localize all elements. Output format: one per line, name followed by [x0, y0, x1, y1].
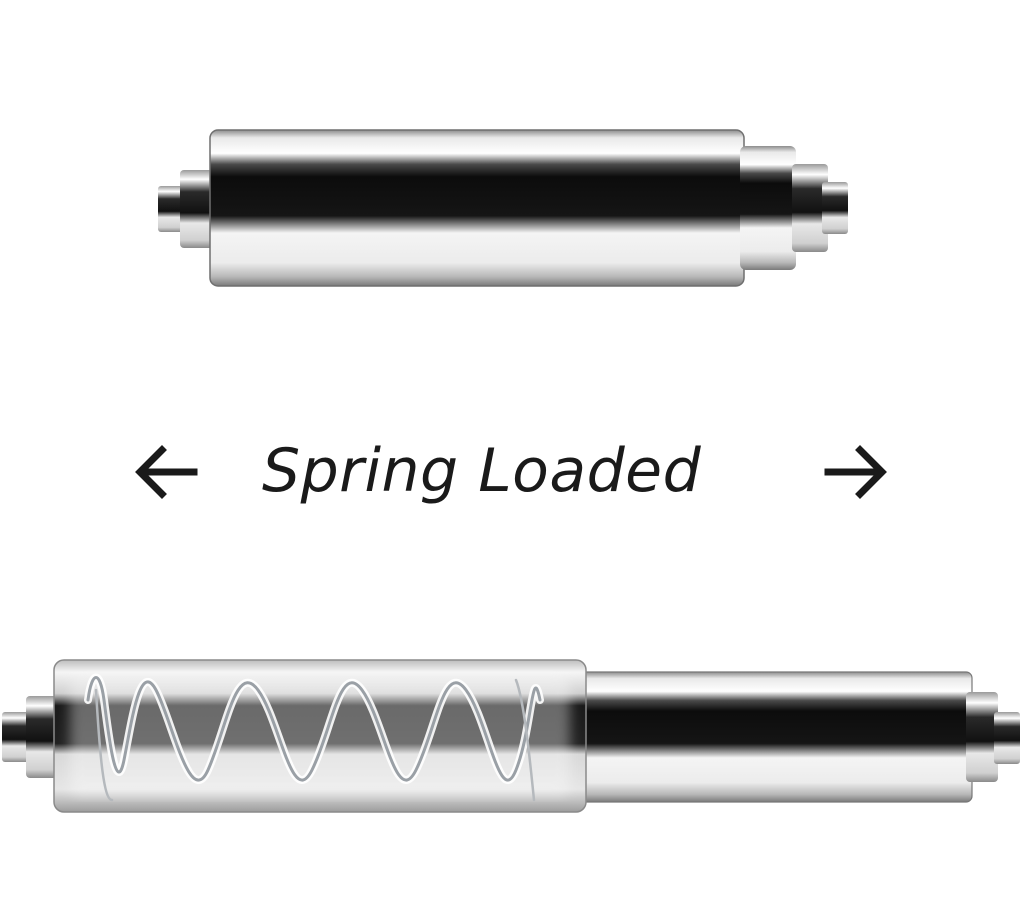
bottom-roller-right-step: [966, 692, 998, 782]
top-roller-barrel: [210, 130, 744, 286]
bottom-roller-inner-tube: [580, 672, 972, 802]
bottom-roller-right-pin: [994, 712, 1020, 764]
top-roller-right-step: [792, 164, 828, 252]
bottom-roller: [2, 659, 1020, 813]
spring-loaded-caption: Spring Loaded: [262, 436, 702, 506]
arrow-right-icon: [824, 445, 887, 499]
top-roller: [158, 129, 848, 287]
top-roller-left-collar: [180, 170, 216, 248]
top-roller-right-collar: [740, 146, 796, 270]
arrow-left-icon: [135, 445, 198, 499]
coil-spring: [84, 673, 544, 802]
bottom-roller-left-collar: [26, 696, 60, 778]
bottom-roller-left-pin: [2, 712, 30, 762]
top-roller-right-pin: [822, 182, 848, 234]
top-roller-left-pin: [158, 186, 184, 232]
